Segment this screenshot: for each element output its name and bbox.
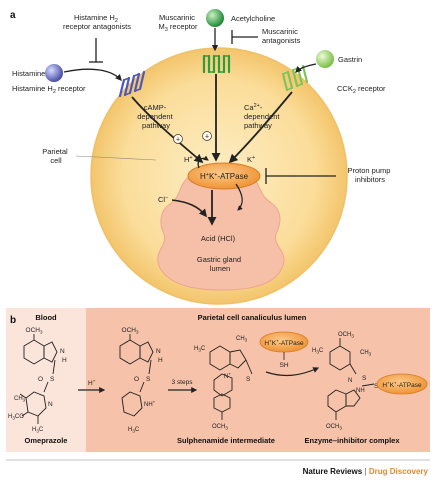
complex-s1: S xyxy=(362,375,367,382)
gastrin-label: Gastrin xyxy=(338,55,362,64)
sulphenamide-ch3: CH3 xyxy=(236,336,248,343)
omeprazole-n: N xyxy=(60,348,65,355)
h-ion-arrow xyxy=(197,155,209,169)
sulphenamide-label: Sulphenamide intermediate xyxy=(177,436,275,445)
sulphenamide-structure xyxy=(209,345,253,420)
histamine-ligand xyxy=(45,64,63,82)
muscarinic-m3-receptor-label: Muscarinic M3 receptor xyxy=(159,13,198,33)
acetylcholine-label: Acetylcholine xyxy=(231,14,275,23)
gastrin-ligand xyxy=(316,50,334,68)
cl-arrow xyxy=(171,199,208,218)
h2-antagonist-inhibition xyxy=(89,38,103,63)
protonated-n: N xyxy=(156,348,161,355)
protonation-h-plus: H+ xyxy=(88,379,96,388)
histamine-h2-receptor xyxy=(118,70,146,98)
proton-pump-inhibitors-label: Proton pump inhibitors xyxy=(347,166,392,184)
panel-b-label: b xyxy=(10,315,16,326)
protonated-o: O xyxy=(134,376,139,383)
three-steps-label: 3 steps xyxy=(172,379,194,386)
panel-a-label: a xyxy=(10,10,16,21)
complex-och3-top: OCH3 xyxy=(338,332,354,339)
blood-label: Blood xyxy=(35,313,57,322)
omeprazole-ch3-top: CH3 xyxy=(14,396,26,403)
gastric-gland-lumen-label: Gastric gland lumen xyxy=(197,255,243,273)
protonated-s: S xyxy=(146,376,151,383)
complex-h3c: H3C xyxy=(312,348,324,355)
complex-nh: NH xyxy=(356,388,365,394)
ca-pathway-label: Ca2+- dependent pathway xyxy=(244,103,282,130)
enzyme-binding-arrow xyxy=(265,367,320,377)
acetylcholine-ligand xyxy=(206,9,224,27)
muscarinic-antagonists-label: Muscarinic antagonists xyxy=(262,27,301,45)
omeprazole-o: O xyxy=(38,376,43,383)
omeprazole-s: S xyxy=(50,376,55,383)
k-ion-arrow xyxy=(235,183,243,211)
svg-text:+: + xyxy=(176,137,180,144)
sulphenamide-h3c: H3C xyxy=(194,346,206,353)
k-plus-label: K+ xyxy=(247,155,255,164)
protonated-nh-plus: NH+ xyxy=(144,400,156,409)
ppi-inhibition xyxy=(265,168,336,184)
cck2-pathway-arrow xyxy=(228,91,293,164)
sulphenamide-och3: OCH3 xyxy=(212,424,228,431)
histamine-h2-receptor-label: Histamine H2 receptor xyxy=(12,84,86,95)
omeprazole-h: H xyxy=(62,357,67,364)
canaliculus-label: Parietal cell canaliculus lumen xyxy=(198,313,307,322)
protonated-h3c: H3C xyxy=(128,427,140,434)
omeprazole-structure xyxy=(19,334,58,424)
omeprazole-label: Omeprazole xyxy=(25,436,68,445)
sh-label: SH xyxy=(279,362,288,369)
parietal-cell-leader xyxy=(75,155,157,161)
proton-pump-a-label: H+K+-ATPase xyxy=(200,172,249,181)
protonated-h: H xyxy=(158,357,163,364)
muscarinic-antagonist-inhibition xyxy=(231,30,258,44)
omeprazole-pyridine-n: N xyxy=(48,401,53,408)
complex-structure xyxy=(327,338,375,420)
cck2-receptor-label: CCK2 receptor xyxy=(337,84,386,95)
complex-och3: OCH3 xyxy=(326,424,342,431)
complex-s2: S xyxy=(374,383,379,390)
svg-text:+: + xyxy=(205,134,209,141)
panel-b: b Blood Parietal cell canaliculus lumen … xyxy=(6,308,430,452)
sulphenamide-s: S xyxy=(246,376,251,383)
journal-credit: Nature Reviews | Drug Discovery xyxy=(303,467,429,476)
proton-pump-a xyxy=(187,162,261,190)
proton-pump-b-free-label: H+K+-ATPase xyxy=(264,339,304,348)
histamine-label: Histamine xyxy=(12,69,45,78)
proton-pump-b-bound-label: H+K+-ATPase xyxy=(382,381,422,390)
cl-minus-label: Cl− xyxy=(158,195,168,204)
camp-plus-indicator: + xyxy=(173,134,183,144)
muscarinic-m3-receptor xyxy=(202,54,231,74)
camp-pathway-label: cAMP- dependent pathway xyxy=(137,103,175,130)
protonated-och3: OCH3 xyxy=(122,327,139,335)
protonated-omeprazole-structure xyxy=(119,334,154,417)
ca-plus-indicator: + xyxy=(202,131,212,141)
h-plus-label: H+ xyxy=(184,155,193,164)
complex-label: Enzyme–inhibitor complex xyxy=(304,436,400,445)
omeprazole-och3: OCH3 xyxy=(26,327,43,335)
sulphenamide-n-plus: N+ xyxy=(224,372,231,381)
acid-label: Acid (HCl) xyxy=(201,234,236,243)
complex-ch3: CH3 xyxy=(360,350,372,357)
parietal-cell-label: Parietal cell xyxy=(42,147,70,165)
camp-pathway-arrow xyxy=(131,96,204,164)
blood-region xyxy=(6,308,86,452)
omeprazole-h3co: H3CO xyxy=(8,414,24,421)
gastrin-arrow xyxy=(295,63,317,73)
panel-a: a xyxy=(10,9,392,305)
proton-pump-b-bound xyxy=(376,373,428,395)
complex-n: N xyxy=(348,378,352,384)
omeprazole-h3c: H3C xyxy=(32,427,44,434)
histamine-arrow xyxy=(63,68,122,81)
canaliculus-region xyxy=(86,308,430,452)
histamine-h2-antagonists-label: Histamine H2 receptor antagonists xyxy=(63,13,131,31)
